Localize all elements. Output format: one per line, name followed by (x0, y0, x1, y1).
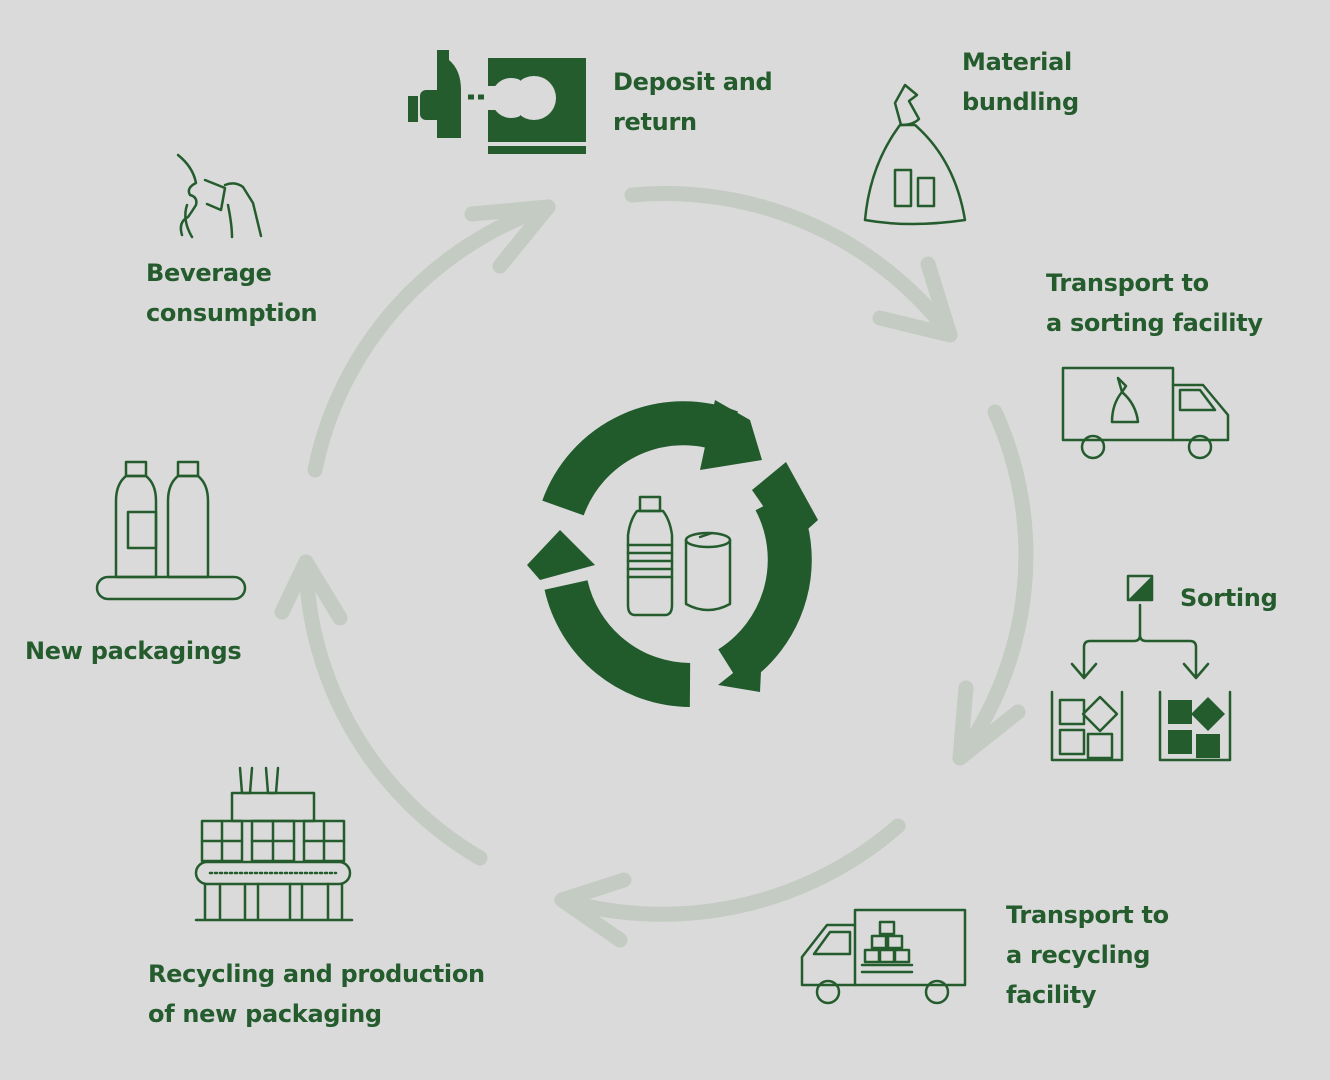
label-line: New packagings (25, 637, 242, 665)
truck-boxes-icon (800, 908, 967, 1005)
truck-bag-icon (1061, 366, 1230, 460)
step-sorting-label: Sorting (1180, 578, 1278, 618)
label-line: Transport to (1006, 901, 1169, 929)
label-line: bundling (962, 88, 1079, 116)
step-consumption-label: Beverage consumption (146, 253, 318, 333)
step-bundling-label: Material bundling (962, 42, 1079, 122)
cycle-arrow-to-sorting (952, 404, 1034, 766)
step-new-packagings-label: New packagings (25, 631, 242, 671)
cycle-arrow-to-recycling (554, 818, 906, 948)
step-transport-recycling-label: Transport to a recycling facility (1006, 895, 1169, 1015)
label-line: a sorting facility (1046, 309, 1263, 337)
label-line: consumption (146, 299, 318, 327)
cycle-arrow-to-new-packaging (274, 554, 488, 866)
recycle-bottle-can-icon (527, 400, 818, 707)
bag-icon (863, 83, 967, 226)
cycle-arrow-consumption-to-deposit (307, 199, 556, 478)
step-recycling-label: Recycling and production of new packagin… (148, 954, 485, 1034)
step-deposit-label: Deposit and return (613, 62, 773, 142)
label-line: Sorting (1180, 584, 1278, 612)
label-line: facility (1006, 981, 1097, 1009)
label-line: of new packaging (148, 1000, 382, 1028)
label-line: Recycling and production (148, 960, 485, 988)
factory-icon (194, 766, 354, 922)
drinking-person-icon (176, 153, 263, 239)
label-line: return (613, 108, 697, 136)
cycle-arrow-deposit-to-bundling (624, 186, 958, 343)
label-line: Beverage (146, 259, 272, 287)
sorting-bins-icon (1050, 574, 1232, 762)
label-line: Transport to (1046, 269, 1209, 297)
bottles-icon (95, 460, 247, 601)
bottle-return-machine-icon (408, 50, 586, 154)
label-line: a recycling (1006, 941, 1151, 969)
step-transport-sorting-label: Transport to a sorting facility (1046, 263, 1263, 343)
label-line: Material (962, 48, 1072, 76)
label-line: Deposit and (613, 68, 773, 96)
